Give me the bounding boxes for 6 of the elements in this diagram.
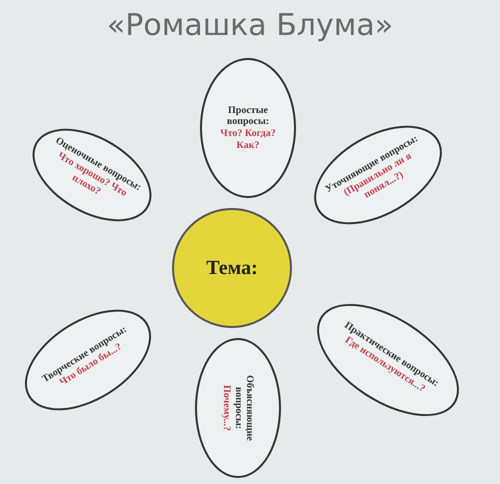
example-question-text: Почему...? <box>220 385 232 431</box>
example-question-text: Что? Когда? Как? <box>219 128 277 152</box>
title: «Ромашка Блума» <box>106 8 394 43</box>
question-type-label: Простые вопросы: <box>226 104 270 128</box>
question-type-label: Объясняющие вопросы: <box>232 374 256 443</box>
topic-label: Тема: <box>206 256 258 280</box>
